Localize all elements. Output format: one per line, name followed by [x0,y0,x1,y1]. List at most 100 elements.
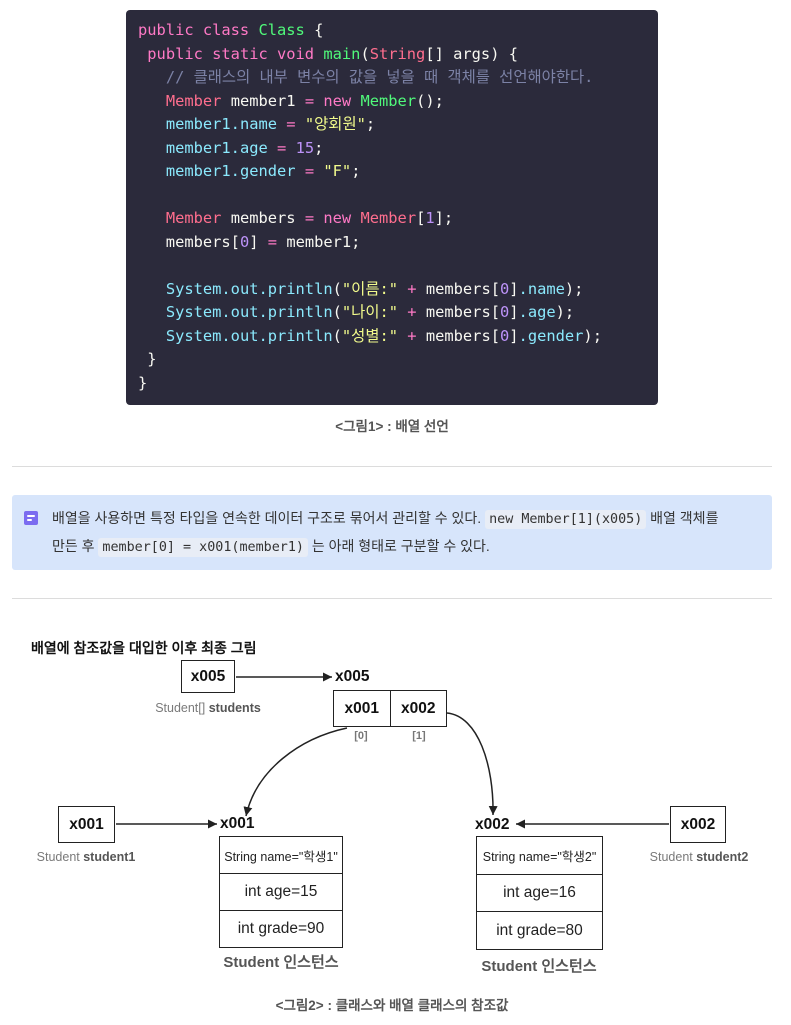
code-token: Member [165,91,222,110]
students-label-type: Student[] [155,701,206,715]
code-token: ] [509,279,519,298]
instance-field: int grade=90 [220,910,342,947]
code-token: "성별:" [341,326,399,345]
code-token [138,303,166,321]
callout-text-segment: 배열 객체를 [646,510,719,526]
code-token: 1 [425,209,435,227]
code-line: public static void main(String[] args) { [138,43,650,67]
code-token: new [323,91,352,110]
code-token: // 클래스의 내부 변수의 값을 넣을 때 객체를 선언해야한다. [165,68,594,86]
code-token: } [138,373,148,392]
array-cell: x002 [389,691,447,726]
code-token: String [369,44,426,63]
code-token [398,303,407,321]
code-token: = [304,162,315,180]
instance-caption: Student 인스턴스 [481,958,597,975]
students-label: Student[] students [128,700,288,716]
code-token: + [407,326,417,345]
code-token [398,280,407,298]
callout-text-segment: 만든 후 [52,538,99,554]
instance-caption: Student 인스턴스 [223,954,339,971]
code-token [314,45,323,63]
code-token: Member [165,209,222,227]
code-token: .age [518,303,556,321]
code-line: System.out.println("성별:" + members[0].ge… [138,325,650,349]
code-token: = [286,115,296,133]
code-token [296,115,305,133]
code-token: = [304,209,315,227]
code-token: public class [138,21,250,39]
memo-icon-line [27,515,35,517]
code-token: ; [351,162,361,180]
code-token: Member [360,209,417,227]
student1-ref-box: x001 [58,806,115,843]
code-content: public class Class { public static void … [138,19,650,395]
code-token [268,139,277,157]
code-token: ); [583,326,602,345]
code-token: member1.name [165,115,278,133]
arrow-cell1-to-instance2 [446,712,498,816]
code-token: = [267,232,278,251]
code-line: System.out.println("나이:" + members[0].ag… [138,301,650,325]
code-token: "양회원" [304,115,366,133]
divider [12,466,772,467]
code-token: member1 [221,91,305,110]
code-token [314,92,323,110]
array-cell: x001 [344,699,379,717]
code-line: } [138,372,650,396]
code-token: ); [564,279,584,298]
code-token [138,162,166,180]
code-token: ] [509,326,519,345]
student2-ref-box: x002 [670,806,726,843]
code-token: + [407,279,417,298]
code-token [286,139,295,157]
code-token: .gender [518,326,584,345]
code-token [138,68,166,86]
instance-field: int grade=80 [477,911,602,949]
code-token: (); [416,91,444,110]
student1-label-name: student1 [83,850,136,864]
code-token [138,45,147,63]
code-token: = [277,138,287,157]
code-token: 0 [499,279,510,298]
code-token: Class [258,21,305,39]
code-line: System.out.println("이름:" + members[0].na… [138,278,650,302]
code-token [138,209,166,227]
code-token: main [323,44,361,63]
code-token: ( [332,326,342,345]
code-line: member1.gender = "F"; [138,160,650,184]
code-token: members[ [416,303,500,321]
code-token: ] [509,303,519,321]
code-token: member1.gender [165,162,296,180]
code-token: .name [518,279,565,298]
arrow-cell0-to-instance1 [243,727,348,817]
diagram-title: 배열에 참조값을 대입한 이후 최종 그림 [31,640,257,656]
student-instance-box: String name="학생2" int age=16 int grade=8… [476,836,603,950]
code-line: members[0] = member1; [138,231,650,255]
code-token: 0 [499,303,510,321]
code-token: members[ [416,279,500,298]
code-token [398,327,407,345]
code-token: new [323,209,352,227]
array-index-label: [0] [354,730,368,742]
inline-code: new Member[1](x005) [485,510,647,529]
callout-box: 배열을 사용하면 특정 타입을 연속한 데이터 구조로 묶어서 관리할 수 있다… [12,495,772,570]
code-token: System.out.println [165,303,333,321]
code-token [296,162,305,180]
code-line [138,254,650,278]
code-line: Member member1 = new Member(); [138,90,650,114]
code-line: // 클래스의 내부 변수의 값을 넣을 때 객체를 선언해야한다. [138,66,650,90]
reference-diagram: 배열에 참조값을 대입한 이후 최종 그림 x005 Student[] stu… [0,610,791,990]
code-token: [] args) { [425,44,518,63]
code-token [138,115,166,133]
student-instance-box: String name="학생1" int age=15 int grade=9… [219,836,343,948]
code-token: } [138,350,157,368]
code-token: ( [332,303,342,321]
memo-icon-line [27,519,32,521]
code-token: members[ [138,232,240,251]
code-token: [ [416,209,426,227]
code-token: ; [314,138,324,157]
students-ref-box: x005 [181,660,235,693]
code-token: ( [332,279,342,298]
